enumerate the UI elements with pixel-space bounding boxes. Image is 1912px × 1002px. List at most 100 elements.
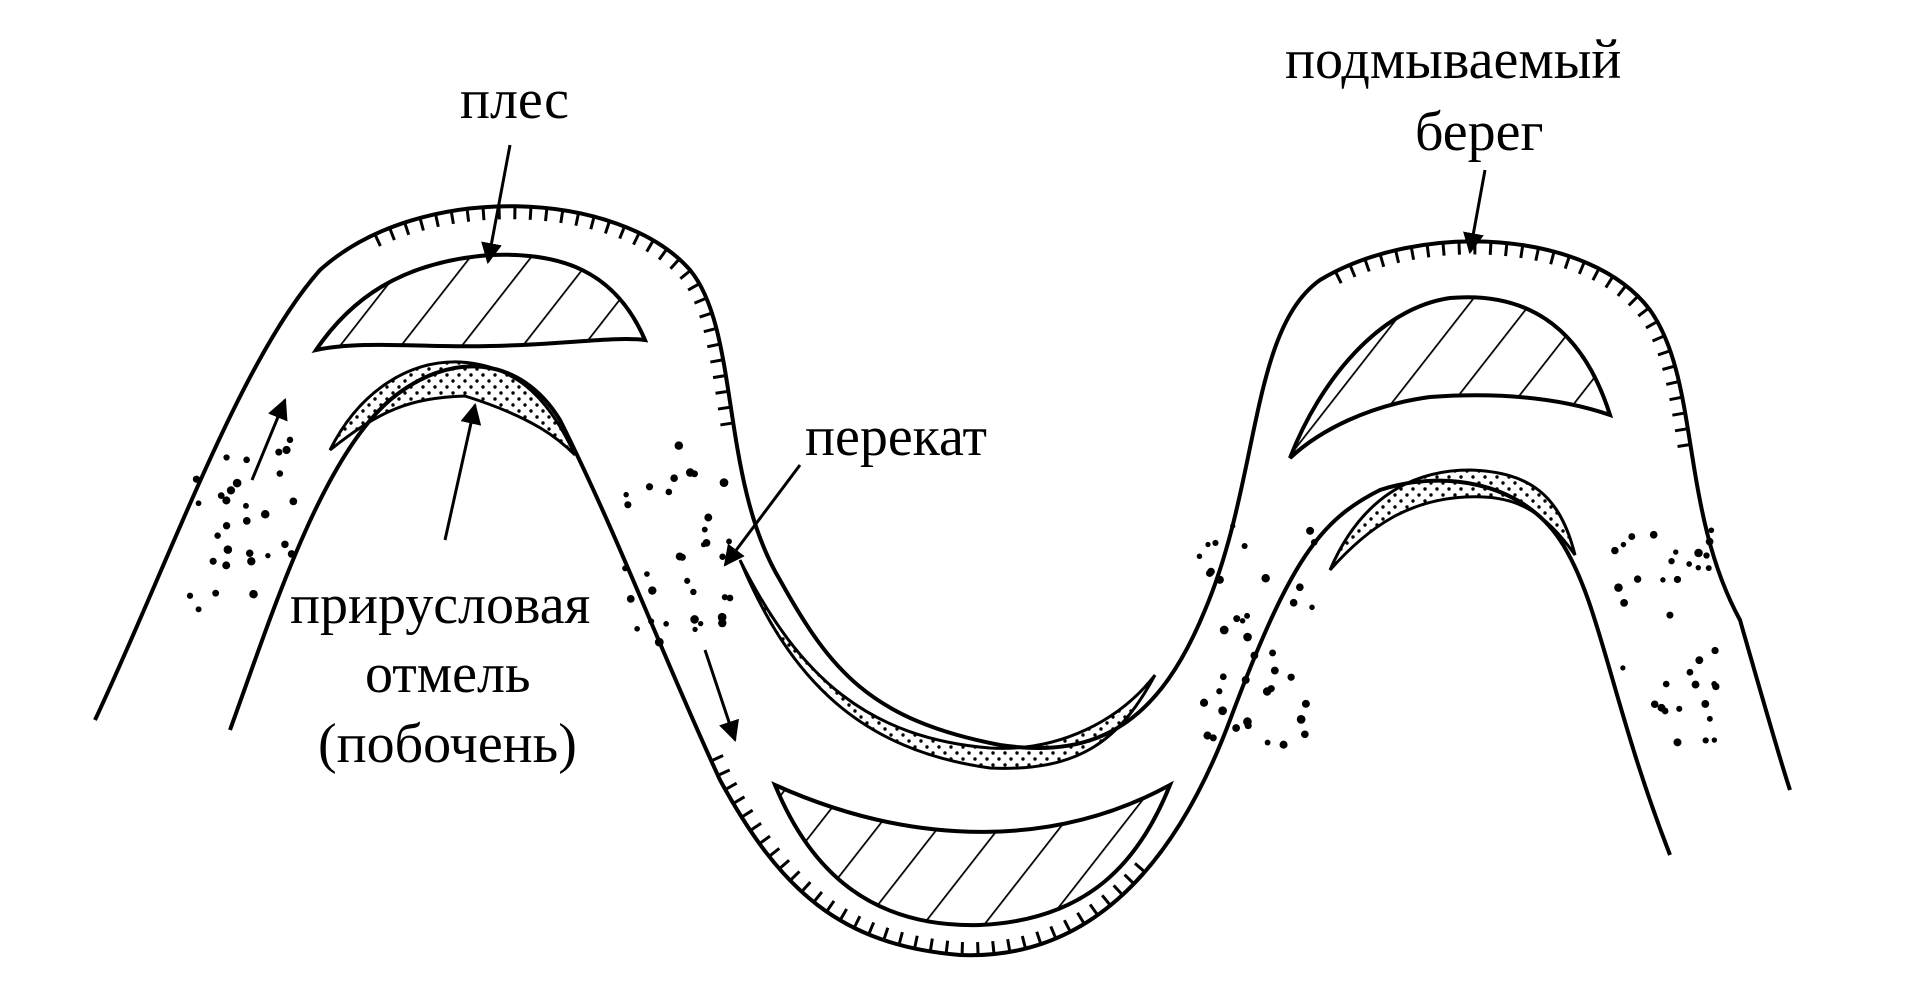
riffle-dot	[1691, 680, 1700, 689]
pool-hatched-zone-right	[1288, 295, 1614, 460]
undercut-tick-mark	[1677, 443, 1691, 449]
leader-arrow-riffle	[723, 464, 802, 567]
riffle-dot	[1620, 541, 1627, 548]
riffle-dot	[700, 541, 707, 548]
undercut-tick-mark	[1604, 275, 1615, 289]
undercut-tick-mark	[732, 795, 746, 805]
riffle-dot	[1668, 557, 1675, 565]
undercut-tick-mark	[825, 900, 836, 913]
undercut-tick-mark	[669, 258, 681, 270]
undercut-tick-mark	[434, 213, 440, 228]
label-pool: плес	[460, 69, 569, 131]
riffle-dot	[726, 538, 732, 545]
riffle-dot	[226, 486, 236, 495]
undercut-tick-mark	[1112, 884, 1124, 896]
riffle-dot	[1705, 565, 1712, 572]
riffle-dot	[1287, 673, 1295, 681]
riffle-dot	[209, 557, 217, 565]
riffle-dot	[242, 517, 251, 525]
label-point-bar-line2: отмель	[365, 643, 531, 705]
leader-arrow-undercut-bank	[1463, 169, 1487, 255]
undercut-tick-mark	[1049, 925, 1058, 940]
undercut-tick-mark	[724, 781, 738, 791]
riffle-dot	[1215, 575, 1224, 584]
riffle-dot	[1301, 699, 1310, 708]
riffle-dot	[1219, 625, 1229, 635]
undercut-tick-mark	[717, 405, 732, 411]
undercut-tick-mark	[618, 225, 626, 240]
riffle-dot	[1712, 682, 1720, 691]
riffle-dot	[1310, 538, 1318, 546]
undercut-tick-mark	[1563, 255, 1571, 270]
riffle-dot	[719, 553, 726, 560]
undercut-tick-mark	[944, 940, 950, 954]
undercut-tick-mark	[707, 342, 721, 349]
undercut-tick-mark	[897, 931, 904, 946]
label-undercut-bank-line2: берег	[1415, 101, 1543, 163]
undercut-tick-mark	[559, 209, 565, 224]
riffle-dot	[243, 502, 249, 509]
label-undercut-bank-line1: подмываемый	[1285, 29, 1621, 91]
riffle-dot	[634, 625, 640, 632]
label-point-bar-line3: (побочень)	[318, 713, 577, 775]
riffle-dot	[1708, 527, 1715, 534]
undercut-tick-mark	[1394, 249, 1401, 264]
riffle-dot	[1241, 542, 1248, 550]
riffle-dot	[1711, 646, 1719, 655]
undercut-tick-mark	[778, 859, 791, 870]
undercut-tick-mark	[645, 239, 655, 253]
riffle-dot	[1686, 561, 1692, 567]
undercut-tick-mark	[1651, 334, 1666, 343]
undercut-tick-mark	[544, 207, 549, 222]
riffle-dot	[626, 595, 635, 603]
riffle-dot	[1662, 680, 1670, 688]
undercut-tick-mark	[693, 296, 708, 305]
riffle-dot	[1243, 632, 1252, 642]
undercut-tick-mark	[465, 208, 471, 222]
riffle-dot	[1269, 649, 1277, 657]
undercut-tick-mark	[1504, 242, 1509, 257]
riffle-dot	[1650, 700, 1659, 709]
riffle-dot	[223, 454, 230, 461]
undercut-tick-mark	[589, 216, 596, 230]
riffle-dot	[1264, 739, 1271, 746]
undercut-tick-mark	[1637, 306, 1650, 318]
riffle-dot	[1657, 703, 1666, 712]
riffle-dot	[1306, 526, 1315, 535]
undercut-tick-mark	[867, 921, 876, 936]
undercut-bank-ticks	[373, 206, 1691, 956]
label-point-bar-line1: прирусловая	[290, 574, 590, 636]
riffle-dot	[245, 549, 254, 557]
undercut-tick-mark	[388, 227, 396, 241]
riffle-dot	[1695, 656, 1704, 665]
riffle-dot	[1239, 618, 1246, 624]
riffle-dot	[186, 592, 194, 599]
riffle-dot	[1711, 737, 1718, 743]
riffle-dot	[704, 513, 713, 522]
undercut-tick-mark	[603, 220, 611, 234]
riffle-dot	[249, 589, 258, 599]
undercut-tick-mark	[812, 890, 824, 904]
riffle-dot	[1614, 583, 1623, 592]
riffle-dot	[1694, 548, 1703, 558]
riffle-dot	[1628, 533, 1636, 540]
undercut-tick-mark	[768, 847, 781, 858]
riffle-dot	[247, 557, 256, 566]
riffle-dot	[1267, 685, 1275, 693]
riffle-dot	[719, 478, 729, 487]
undercut-tick-mark	[1425, 244, 1431, 258]
riffle-dot	[721, 594, 728, 601]
riffle-dot	[212, 589, 220, 597]
riffle-dot	[678, 553, 686, 561]
riffle-dot	[289, 497, 298, 506]
riffle-dot	[1703, 552, 1710, 559]
riffle-dot	[1620, 665, 1626, 671]
riffle-dot	[1199, 698, 1209, 707]
undercut-tick-mark	[928, 938, 934, 952]
label-riffle: перекат	[805, 406, 987, 468]
undercut-tick-mark	[1101, 894, 1112, 907]
riffle-dot	[1701, 700, 1710, 708]
leader-arrow-point-bar	[443, 402, 482, 541]
riffle-dot	[1673, 549, 1679, 555]
undercut-tick-mark	[1669, 395, 1683, 402]
